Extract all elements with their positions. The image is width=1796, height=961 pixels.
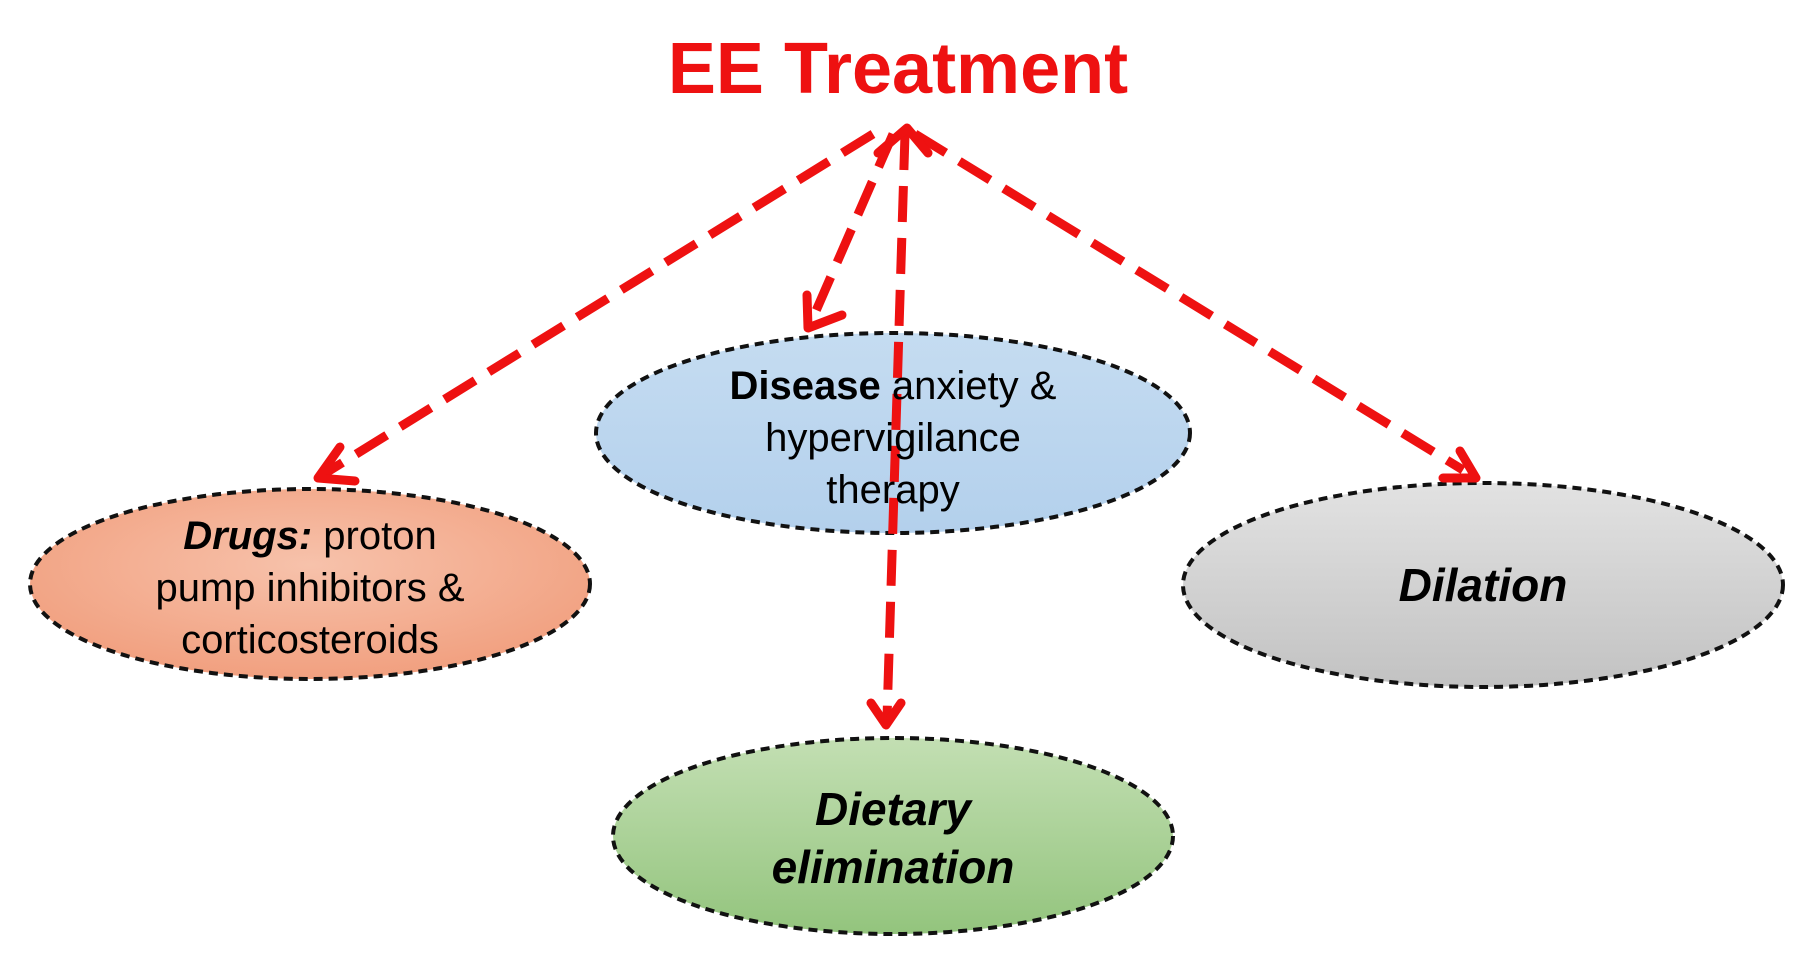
title-text: EE Treatment — [667, 29, 1129, 109]
disease-line-3: therapy — [826, 468, 960, 512]
drugs-lead: Drugs: — [183, 514, 313, 558]
connector-dilation — [912, 130, 1466, 474]
disease-line-2: hypervigilance — [765, 416, 1021, 460]
diagram-title: EE Treatment — [578, 26, 1218, 112]
dietary-line-2: elimination — [771, 841, 1015, 893]
disease-lead: Disease — [729, 364, 881, 408]
dilation-label: Dilation — [1283, 556, 1683, 614]
dilation-node — [1181, 481, 1785, 689]
drugs-line-1: Drugs: proton — [90, 510, 530, 562]
arrowhead-top — [873, 123, 933, 158]
connector-dietary — [882, 133, 910, 719]
dietary-label: Dietary elimination — [693, 780, 1093, 896]
dilation-text: Dilation — [1398, 559, 1568, 611]
dietary-line-1: Dietary — [815, 783, 971, 835]
arrowhead-dietary — [866, 698, 906, 730]
drugs-line-2: pump inhibitors & — [155, 566, 465, 610]
connector-drugs — [321, 130, 876, 478]
disease-label: Disease anxiety & hypervigilance therapy — [663, 360, 1123, 516]
drugs-text-1: proton — [312, 514, 437, 558]
drugs-line-3: corticosteroids — [181, 618, 439, 662]
arrowhead-disease — [802, 290, 847, 333]
arrowhead-dilation — [1438, 446, 1481, 483]
connector-disease — [807, 132, 898, 322]
disease-text-1: anxiety & — [880, 364, 1057, 408]
drugs-node — [28, 487, 592, 681]
disease-line-1: Disease anxiety & — [663, 360, 1123, 412]
drugs-label: Drugs: proton pump inhibitors & corticos… — [90, 510, 530, 666]
arrowhead-drugs — [313, 442, 360, 486]
dietary-node — [611, 736, 1175, 936]
